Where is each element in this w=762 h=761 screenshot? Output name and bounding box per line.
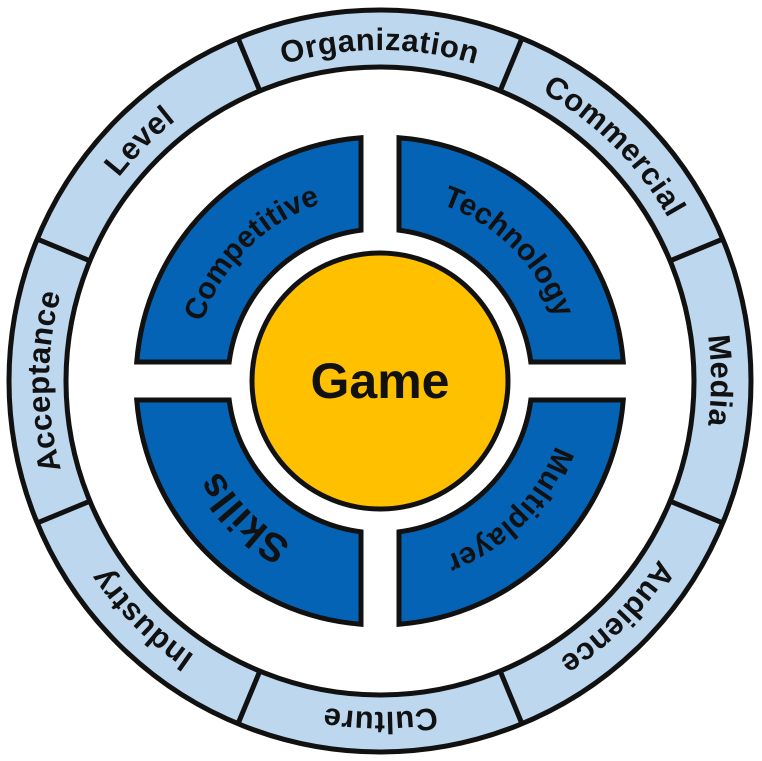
outer-segment-divider bbox=[235, 37, 263, 92]
outer-segment-divider bbox=[669, 498, 724, 526]
outer-segment-label: Commercial bbox=[538, 68, 693, 223]
outer-segment-divider bbox=[36, 498, 91, 526]
outer-segment-divider bbox=[235, 670, 263, 725]
outer-segment-divider bbox=[497, 670, 525, 725]
inner-segment bbox=[396, 135, 626, 365]
outer-segment-divider bbox=[36, 236, 91, 264]
outer-segment-label: Media bbox=[702, 333, 740, 429]
outer-segment-label: Culture bbox=[320, 701, 440, 741]
inner-segment bbox=[134, 397, 364, 627]
outer-segment-divider bbox=[497, 37, 525, 92]
outer-segment-divider bbox=[669, 236, 724, 264]
outer-ring-band bbox=[9, 10, 751, 752]
inner-segment bbox=[396, 397, 626, 627]
outer-ring-inner-edge bbox=[63, 64, 697, 698]
outer-ring-edge bbox=[6, 7, 754, 755]
inner-segment bbox=[134, 135, 364, 365]
center-label: Game bbox=[311, 353, 450, 409]
center-circle: Game bbox=[249, 250, 511, 512]
